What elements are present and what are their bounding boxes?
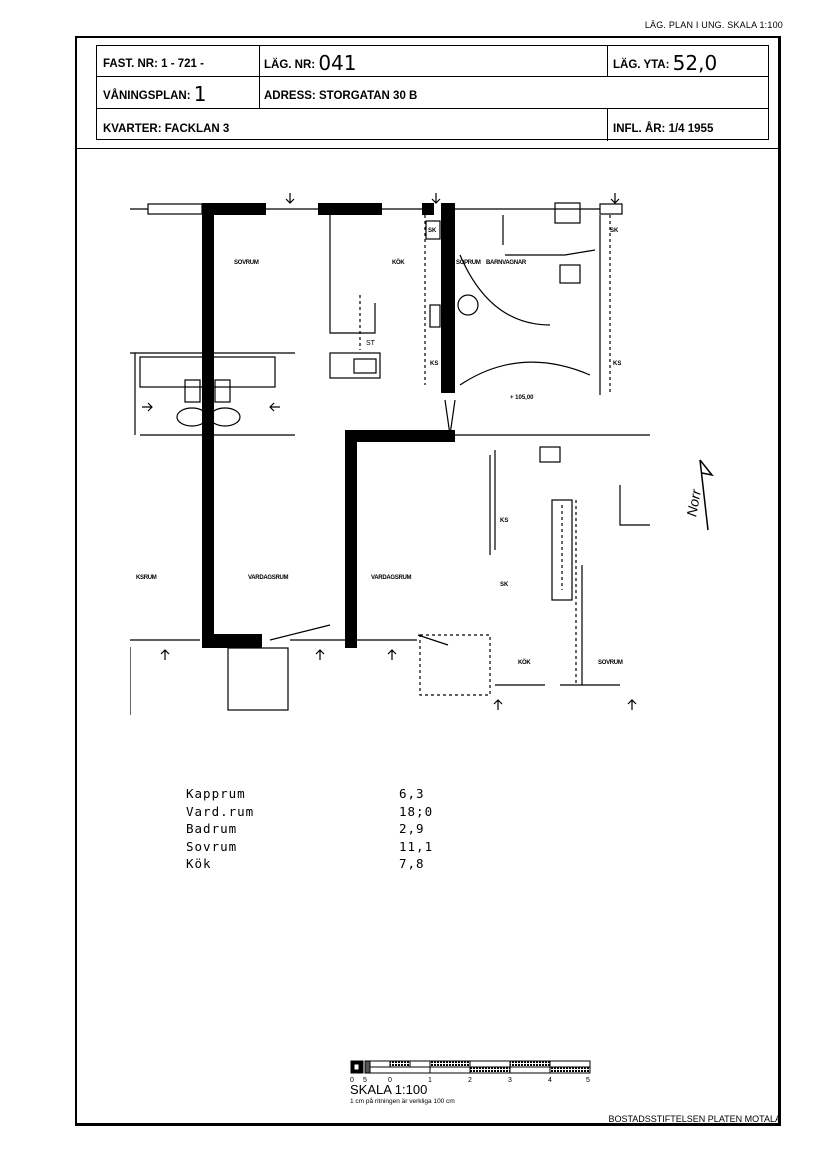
area-row: Badrum 2,9 [186, 820, 433, 838]
room-label-vardagsrum: VARDAGSRUM [371, 575, 412, 581]
sink-cabinet-label: SK [428, 228, 437, 234]
cold-storage-label: KS [613, 361, 622, 367]
floor-plan-drawing: ST [129, 193, 650, 715]
area-value: 7,8 [399, 856, 425, 871]
area-value: 2,9 [399, 821, 425, 836]
adress: ADRESS: STORGATAN 30 B [264, 90, 418, 102]
header-separator [77, 148, 778, 149]
area-row: Sovrum 11,1 [186, 838, 433, 856]
room-label-ksrum: KSRUM [136, 575, 157, 581]
infl-ar: INFL. ÅR: 1/4 1955 [613, 123, 714, 135]
lag-yta-label: LÄG. YTA: [613, 59, 670, 71]
room-label-soprum: SOPRUM [456, 260, 481, 266]
scale-bar-graphic: 0 5 0 1 2 3 4 5 [350, 1060, 591, 1084]
scale-tick: 1 [428, 1077, 432, 1084]
fast-nr: FAST. NR: 1 - 721 - [103, 58, 204, 70]
vaningsplan-label: VÅNINGSPLAN: [103, 90, 191, 102]
top-caption: LÄG. PLAN I UNG. SKALA 1:100 [644, 20, 783, 30]
area-row: Kapprum 6,3 [186, 785, 433, 803]
title-block: FAST. NR: 1 - 721 - LÄG. NR: 041 LÄG. YT… [96, 45, 769, 141]
kvarter: KVARTER: FACKLAN 3 [103, 123, 230, 135]
north-arrow-icon [699, 459, 714, 531]
area-room: Badrum [186, 821, 238, 836]
scale-tick: 5 [586, 1077, 590, 1084]
area-row: Vard.rum 18;0 [186, 803, 433, 821]
scale-title: SKALA 1:100 [350, 1082, 428, 1097]
divider [259, 46, 260, 108]
room-label-sovrum: SOVRUM [598, 660, 623, 666]
area-value: 6,3 [399, 786, 425, 801]
divider [607, 108, 608, 141]
scale-tick: 5 [363, 1077, 367, 1084]
area-value: 18;0 [399, 803, 434, 819]
room-label-sovrum: SOVRUM [234, 260, 259, 266]
area-row: Kök 7,8 [186, 855, 433, 873]
lag-nr-value: 041 [318, 51, 357, 75]
scale-tick: 0 [350, 1077, 354, 1084]
svg-text:ST: ST [366, 340, 376, 347]
floor-plan: ST [129, 185, 650, 715]
lag-nr-label: LÄG. NR: [264, 59, 316, 71]
drawing-frame: FAST. NR: 1 - 721 - LÄG. NR: 041 LÄG. YT… [75, 36, 781, 1126]
sink-cabinet-label: SK [610, 228, 619, 234]
level-mark: + 105,00 [510, 395, 534, 401]
divider [607, 46, 608, 77]
scale-tick: 3 [508, 1077, 512, 1084]
area-room: Vard.rum [186, 803, 255, 819]
area-value: 11,1 [399, 838, 434, 854]
divider [97, 76, 768, 77]
lag-nr: LÄG. NR: 041 [264, 51, 357, 75]
north-arrow: Norr [672, 455, 722, 545]
scale-note: 1 cm på ritningen är verkliga 100 cm [350, 1098, 455, 1105]
divider [97, 108, 768, 109]
scale-tick: 0 [388, 1077, 392, 1084]
lag-yta-value: 52,0 [672, 51, 718, 75]
sink-cabinet-label: SK [500, 582, 509, 588]
footer-org: BOSTADSSTIFTELSEN PLATEN MOTALA [608, 1114, 781, 1124]
room-label-kok: KÖK [518, 660, 531, 666]
room-label-kok: KÖK [392, 260, 405, 266]
area-table: Kapprum 6,3 Vard.rum 18;0 Badrum 2,9 Sov… [186, 785, 433, 873]
lag-yta: LÄG. YTA: 52,0 [613, 51, 717, 75]
room-label-vardagsrum: VARDAGSRUM [248, 575, 289, 581]
room-label-barnvagnar: BARNVAGNAR [486, 260, 526, 266]
vaningsplan: VÅNINGSPLAN: 1 [103, 82, 206, 106]
area-room: Kök [186, 856, 212, 871]
scale-tick: 2 [468, 1077, 472, 1084]
cold-storage-label: KS [500, 518, 509, 524]
cold-storage-label: KS [430, 361, 439, 367]
scale-bar: 0 5 0 1 2 3 4 5 [350, 1058, 595, 1089]
area-room: Kapprum [186, 786, 246, 801]
scale-tick: 4 [548, 1077, 552, 1084]
vaningsplan-value: 1 [193, 82, 207, 106]
area-room: Sovrum [186, 838, 238, 854]
